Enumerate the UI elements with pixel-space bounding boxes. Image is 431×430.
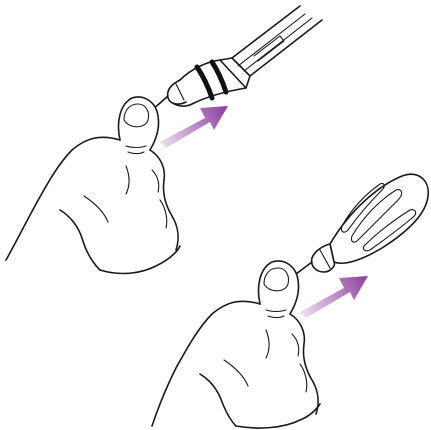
panel-bottom	[152, 174, 428, 428]
panel-top	[6, 6, 322, 273]
insert-arrow-1	[160, 106, 228, 148]
bulb-drill	[292, 174, 428, 278]
insert-arrow-2	[300, 276, 368, 318]
hand-top	[6, 97, 180, 274]
pen-tool	[148, 6, 322, 114]
hand-bottom	[152, 261, 320, 428]
